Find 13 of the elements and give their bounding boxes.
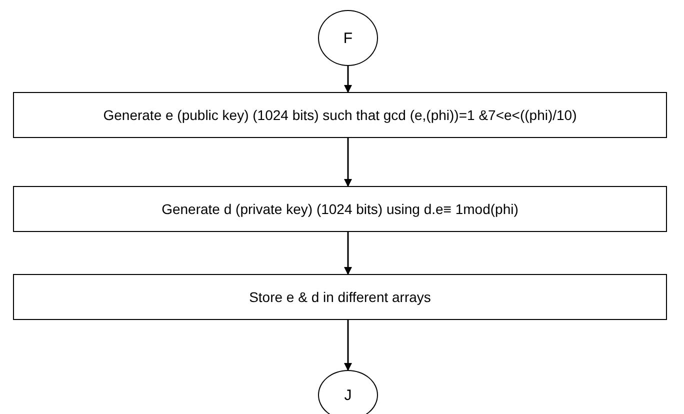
process-box — [13, 92, 667, 138]
process-box — [13, 186, 667, 232]
node-text: Generate d (private key) (1024 bits) using d.e≡ 1mod(phi) — [162, 201, 518, 217]
arrow — [344, 66, 352, 93]
arrow — [344, 320, 352, 371]
arrow — [344, 232, 352, 275]
connector-circle — [318, 370, 378, 414]
node-text: J — [344, 386, 352, 404]
node-text: F — [343, 30, 353, 46]
arrow — [344, 138, 352, 187]
process-box — [13, 274, 667, 320]
node-text: Generate e (public key) (1024 bits) such that gcd (e,(phi))=1 &7<e<((phi)/10) — [103, 107, 577, 123]
node-text: Store e & d in different arrays — [249, 289, 431, 305]
